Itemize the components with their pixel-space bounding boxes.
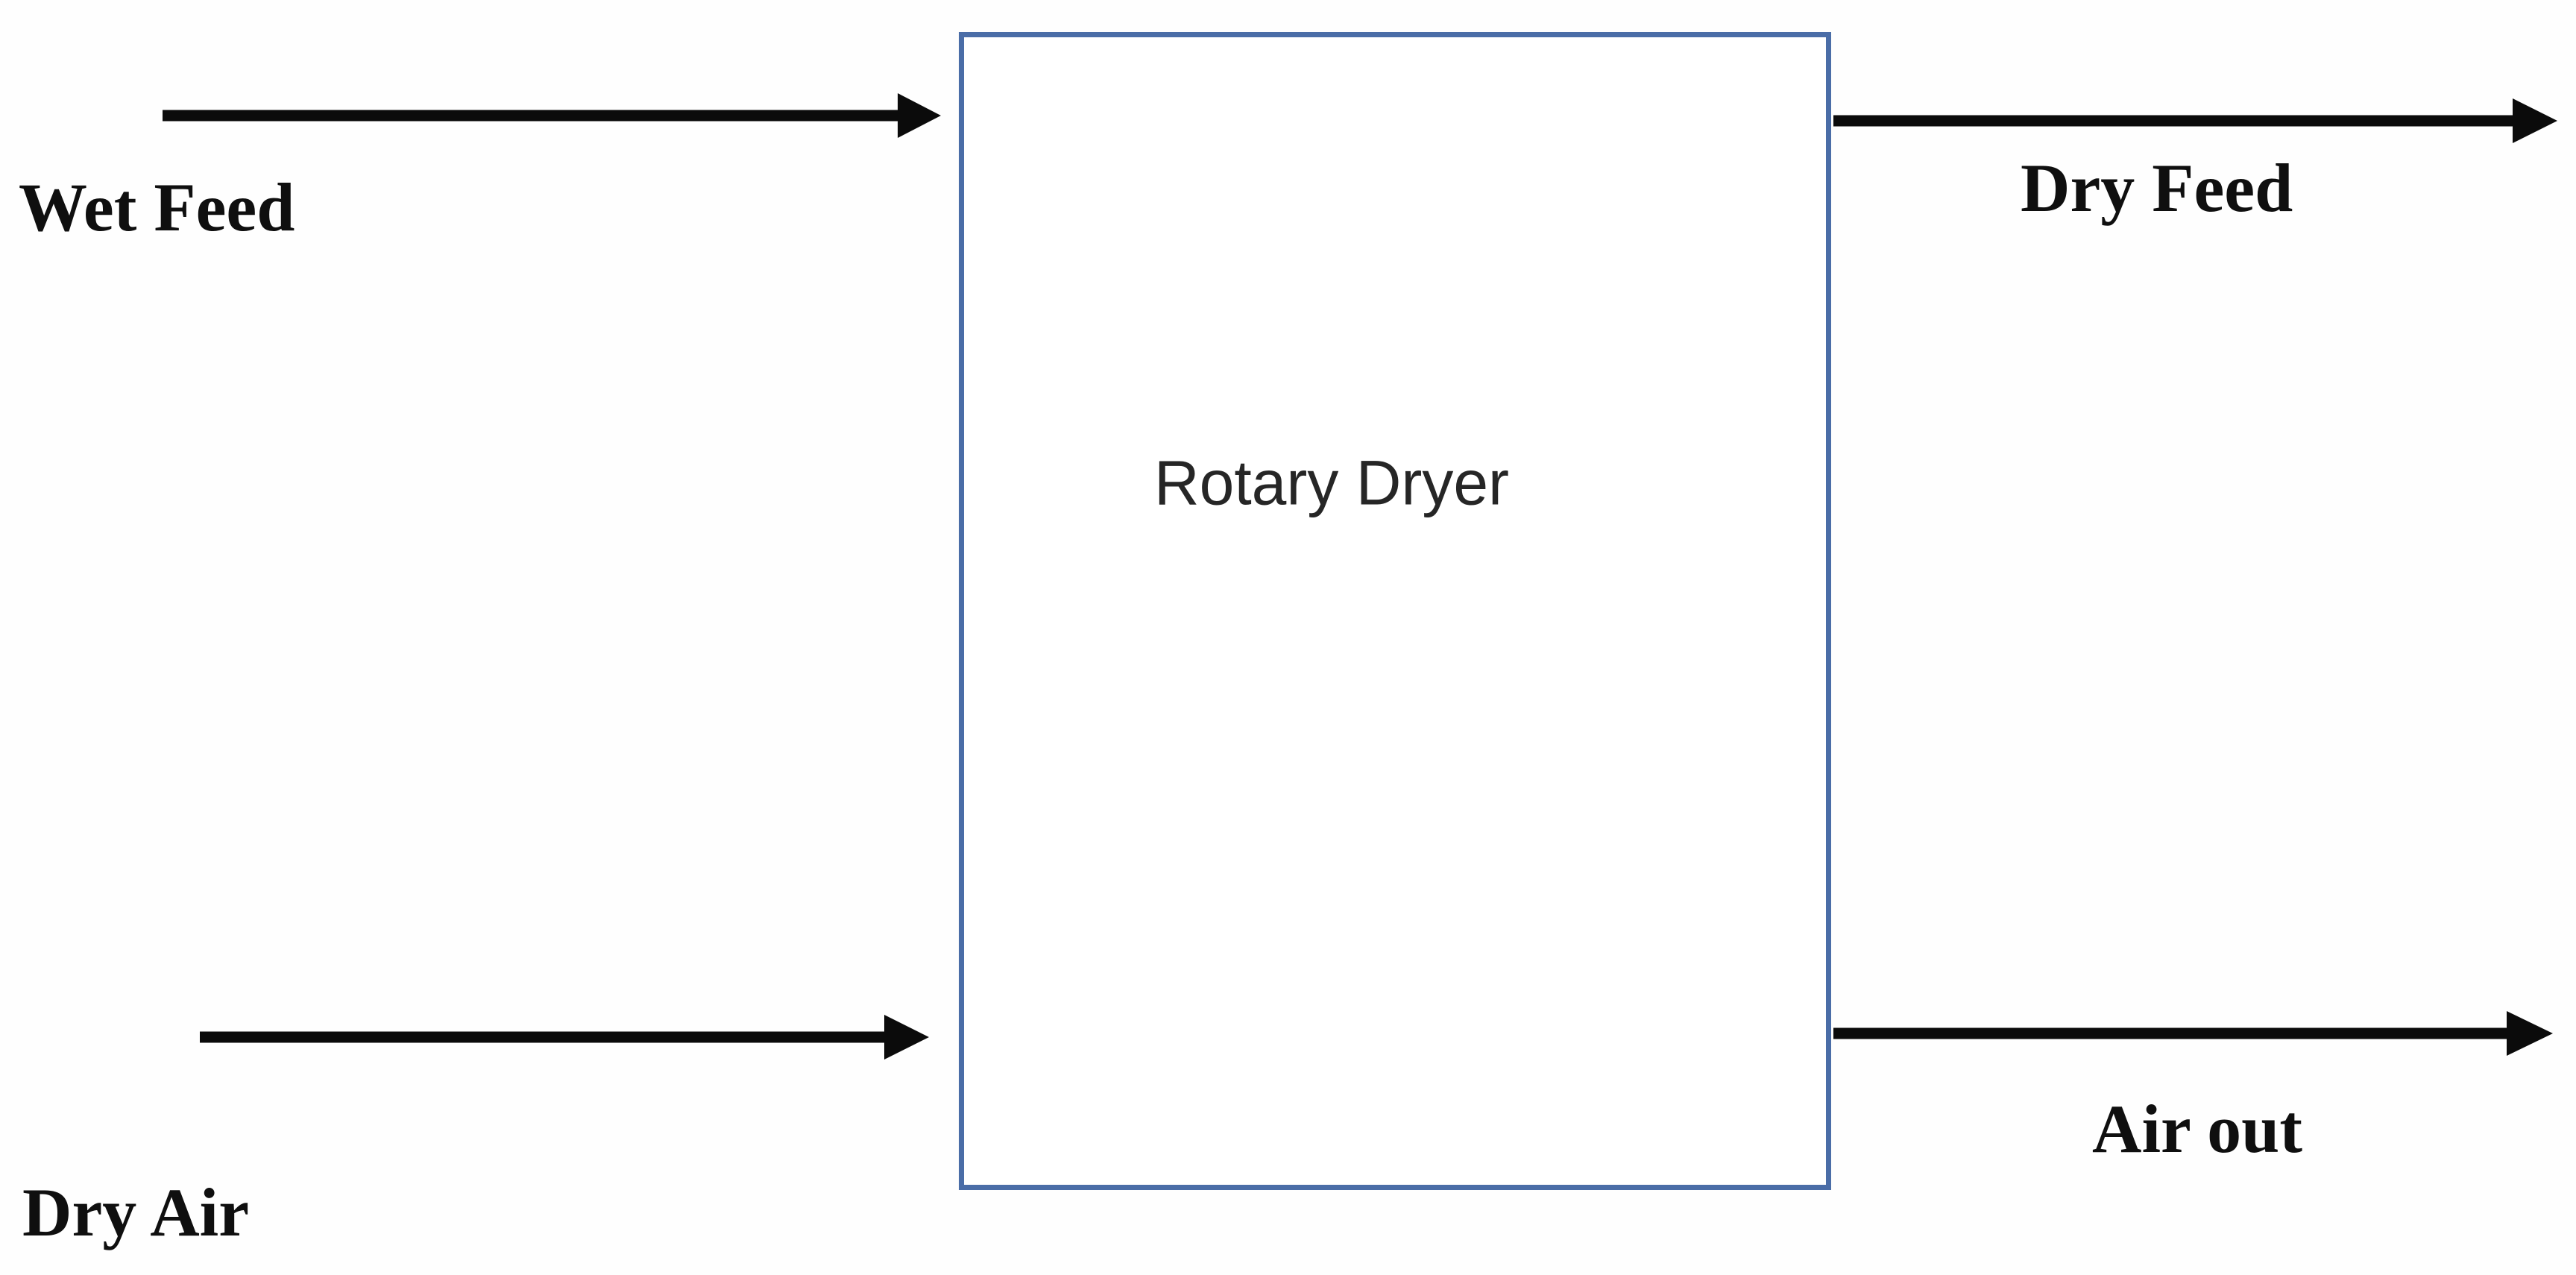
wet-feed-arrow-right-icon xyxy=(163,93,941,138)
process-unit-box xyxy=(959,32,1831,1190)
stream-label-air-out: Air out xyxy=(2092,1091,2302,1167)
process-unit-label: Rotary Dryer xyxy=(1153,447,1510,518)
air-out-arrow-right-icon xyxy=(1833,1011,2553,1056)
stream-label-dry-feed: Dry Feed xyxy=(2021,150,2293,226)
stream-label-dry-air: Dry Air xyxy=(22,1174,250,1250)
stream-label-wet-feed: Wet Feed xyxy=(19,169,295,245)
dry-feed-arrow-right-icon xyxy=(1833,98,2557,143)
dry-air-arrow-right-icon xyxy=(200,1015,929,1060)
